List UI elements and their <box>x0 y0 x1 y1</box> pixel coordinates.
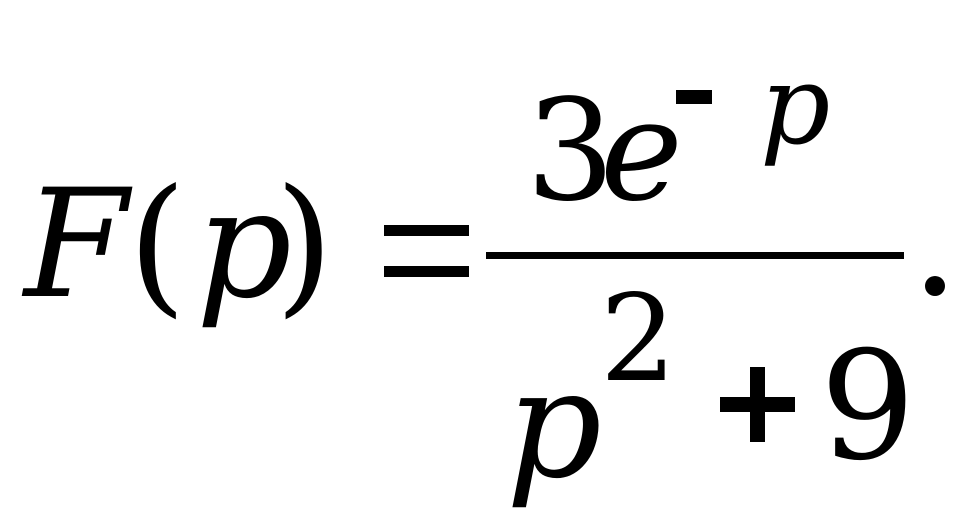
numerator-coefficient: 3 <box>526 70 616 233</box>
denominator-variable-p: p <box>506 338 603 512</box>
denominator-constant-9: 9 <box>820 320 916 494</box>
fraction-bar <box>486 252 904 259</box>
exponent-minus-sign <box>676 90 712 104</box>
exponent-variable-p: p <box>760 41 831 169</box>
close-parenthesis: ) <box>275 158 334 332</box>
equals-bar-bottom <box>384 266 469 277</box>
plus-vertical-bar <box>750 367 765 442</box>
open-parenthesis: ( <box>128 158 187 332</box>
denominator-power-2: 2 <box>600 270 677 409</box>
argument-p: p <box>196 158 293 332</box>
numerator-base-e: e <box>600 70 683 233</box>
function-name-F: F <box>24 158 129 332</box>
terminating-period <box>925 276 945 296</box>
equals-bar-top <box>384 225 469 236</box>
